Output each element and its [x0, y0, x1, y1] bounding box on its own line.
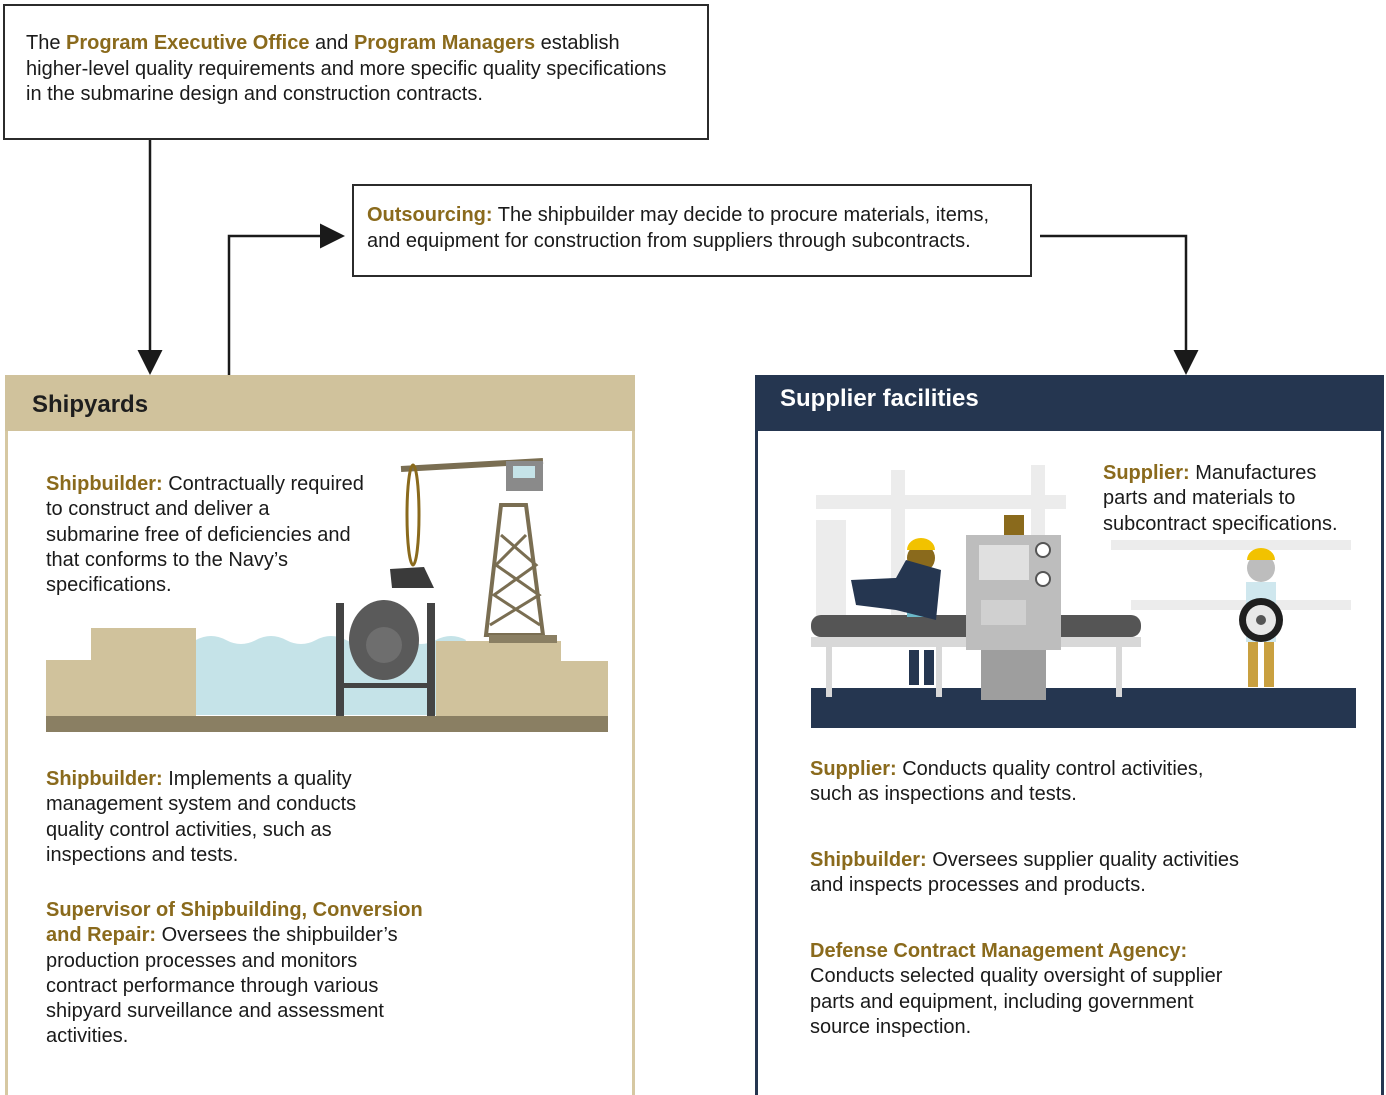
suppliers-para-2-text: Conducts quality control activities, suc… [810, 758, 1204, 806]
shipyards-header: Shipyards [5, 375, 635, 431]
worker-2-head [1247, 554, 1275, 582]
program-office-box: The Program Executive Office and Program… [3, 4, 709, 140]
top-mid: and [309, 32, 354, 54]
supship-label: Supervisor of Shipbuilding, Conversion a… [46, 899, 423, 947]
shipbuilder-label-3: Shipbuilder: [810, 849, 927, 871]
dock-left-lower [46, 660, 196, 718]
ground [46, 716, 608, 732]
outsourcing-text: The shipbuilder may decide to procure ma… [367, 204, 990, 252]
program-executive-office-label: Program Executive Office [66, 32, 310, 54]
shipyards-para-2: Shipbuilder: Implements a quality manage… [46, 767, 391, 868]
supplier-facilities-header: Supplier facilities [755, 375, 1384, 431]
supplier-label-2: Supplier: [810, 758, 897, 780]
factory-illustration [811, 465, 1356, 728]
suppliers-para-4: Defense Contract Management Agency: Condu… [810, 939, 1230, 1040]
suppliers-para-3-text: Oversees supplier quality activities and… [810, 849, 1240, 897]
shipyards-para-2-text: Implements a quality management system a… [46, 768, 357, 866]
shipbuilder-label-2: Shipbuilder: [46, 768, 163, 790]
suppliers-para-1: Supplier: Manufactures parts and materia… [1103, 461, 1358, 537]
outsourcing-box: Outsourcing: The shipbuilder may decide … [352, 184, 1032, 277]
water [196, 636, 466, 715]
shipyards-para-1-text: Contractually required to construct and … [46, 473, 364, 597]
arrow-to-outsourcing [227, 223, 345, 375]
shipyards-title: Shipyards [32, 391, 149, 418]
supplier-facilities-panel: Supplier facilities [755, 375, 1384, 1095]
outsourcing-label: Outsourcing: [367, 204, 493, 226]
top-prefix: The [26, 32, 67, 54]
suppliers-para-2: Supplier: Conducts quality control activ… [810, 757, 1210, 808]
suppliers-para-3: Shipbuilder: Oversees supplier quality a… [810, 848, 1270, 899]
submarine-sail [390, 567, 434, 588]
dock-right-lower [436, 661, 608, 719]
arrow-to-suppliers [1040, 234, 1199, 375]
crane-tower [483, 503, 546, 637]
suppliers-para-1-text: Manufactures parts and materials to subc… [1103, 462, 1338, 535]
factory-floor [811, 688, 1356, 728]
supplier-label: Supplier: [1103, 462, 1190, 484]
shipyards-para-3-text: Oversees the shipbuilder’s production pr… [46, 924, 398, 1048]
dcma-label: Defense Contract Management Agency: [810, 940, 1188, 962]
top-rest: establish higher-level quality requireme… [26, 32, 667, 105]
program-managers-label: Program Managers [353, 32, 536, 54]
suppliers-para-4-text: Conducts selected quality oversight of s… [810, 965, 1223, 1038]
part-being-assembled [851, 560, 941, 620]
shipyards-para-3: Supervisor of Shipbuilding, Conversion a… [46, 898, 426, 1050]
shipbuilder-label: Shipbuilder: [46, 473, 163, 495]
supplier-facilities-title: Supplier facilities [780, 385, 979, 412]
shipyard-illustration [46, 458, 608, 732]
shipyards-para-1: Shipbuilder: Contractually required to c… [46, 472, 366, 598]
shipyards-panel: Shipyards Shipbuilder: Contractually req… [5, 375, 635, 1095]
